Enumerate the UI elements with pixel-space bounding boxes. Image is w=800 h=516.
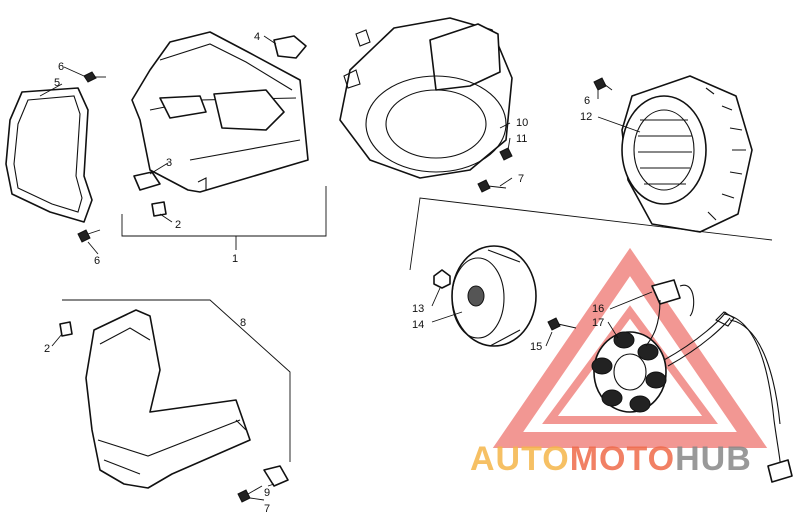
part-number-6: 6 bbox=[584, 95, 590, 107]
wire-harness-part bbox=[663, 311, 793, 483]
part-number-12: 12 bbox=[580, 111, 592, 123]
grommet-part bbox=[273, 35, 307, 59]
bolt-part bbox=[477, 179, 507, 193]
watermark-segment: AUTO bbox=[470, 440, 570, 478]
screw-part bbox=[77, 229, 101, 243]
part-number-15: 15 bbox=[530, 341, 542, 353]
part-number-16: 16 bbox=[592, 303, 604, 315]
part-number-1: 1 bbox=[232, 253, 238, 265]
retainer-part bbox=[263, 465, 289, 487]
clip-nut-part bbox=[59, 321, 73, 337]
part-number-10: 10 bbox=[516, 117, 528, 129]
upper-shroud-part bbox=[131, 31, 309, 193]
callout-bracket bbox=[62, 299, 291, 462]
part-number-2: 2 bbox=[44, 343, 50, 355]
part-number-9: 9 bbox=[264, 487, 270, 499]
screw-part bbox=[547, 317, 577, 331]
cooling-fan-part bbox=[621, 75, 753, 233]
part-number-7: 7 bbox=[518, 173, 524, 185]
callout-bracket bbox=[121, 186, 327, 250]
part-number-4: 4 bbox=[254, 31, 260, 43]
flywheel-part bbox=[451, 245, 537, 347]
part-number-2: 2 bbox=[175, 219, 181, 231]
lower-shroud-part bbox=[85, 309, 251, 489]
nut-part bbox=[433, 269, 451, 289]
part-number-14: 14 bbox=[412, 319, 424, 331]
callout-bracket bbox=[409, 197, 773, 271]
watermark-triangle bbox=[492, 247, 768, 448]
fan-housing-part bbox=[339, 17, 513, 179]
watermark-logo: AUTOMOTOHUB bbox=[470, 440, 752, 478]
clip-part bbox=[133, 171, 161, 191]
screw-part bbox=[83, 71, 106, 83]
screw-part bbox=[593, 77, 613, 91]
stator-part bbox=[591, 331, 667, 413]
watermark-segment: HUB bbox=[675, 440, 752, 478]
part-number-17: 17 bbox=[592, 317, 604, 329]
part-number-6: 6 bbox=[94, 255, 100, 267]
part-number-6: 6 bbox=[58, 61, 64, 73]
leader-lines bbox=[39, 35, 653, 501]
part-number-13: 13 bbox=[412, 303, 424, 315]
pickup-coil-part bbox=[645, 279, 695, 347]
gasket-part bbox=[5, 87, 93, 223]
clip-nut-part bbox=[151, 201, 167, 217]
part-number-7: 7 bbox=[264, 503, 270, 515]
part-number-3: 3 bbox=[166, 157, 172, 169]
svg-text:AUTOMOTOHUB: AUTOMOTOHUB bbox=[470, 440, 752, 478]
screw-part bbox=[499, 147, 513, 161]
watermark-segment: MOTO bbox=[570, 440, 675, 478]
part-number-11: 11 bbox=[516, 133, 527, 145]
part-number-5: 5 bbox=[54, 77, 60, 89]
part-number-8: 8 bbox=[240, 317, 246, 329]
